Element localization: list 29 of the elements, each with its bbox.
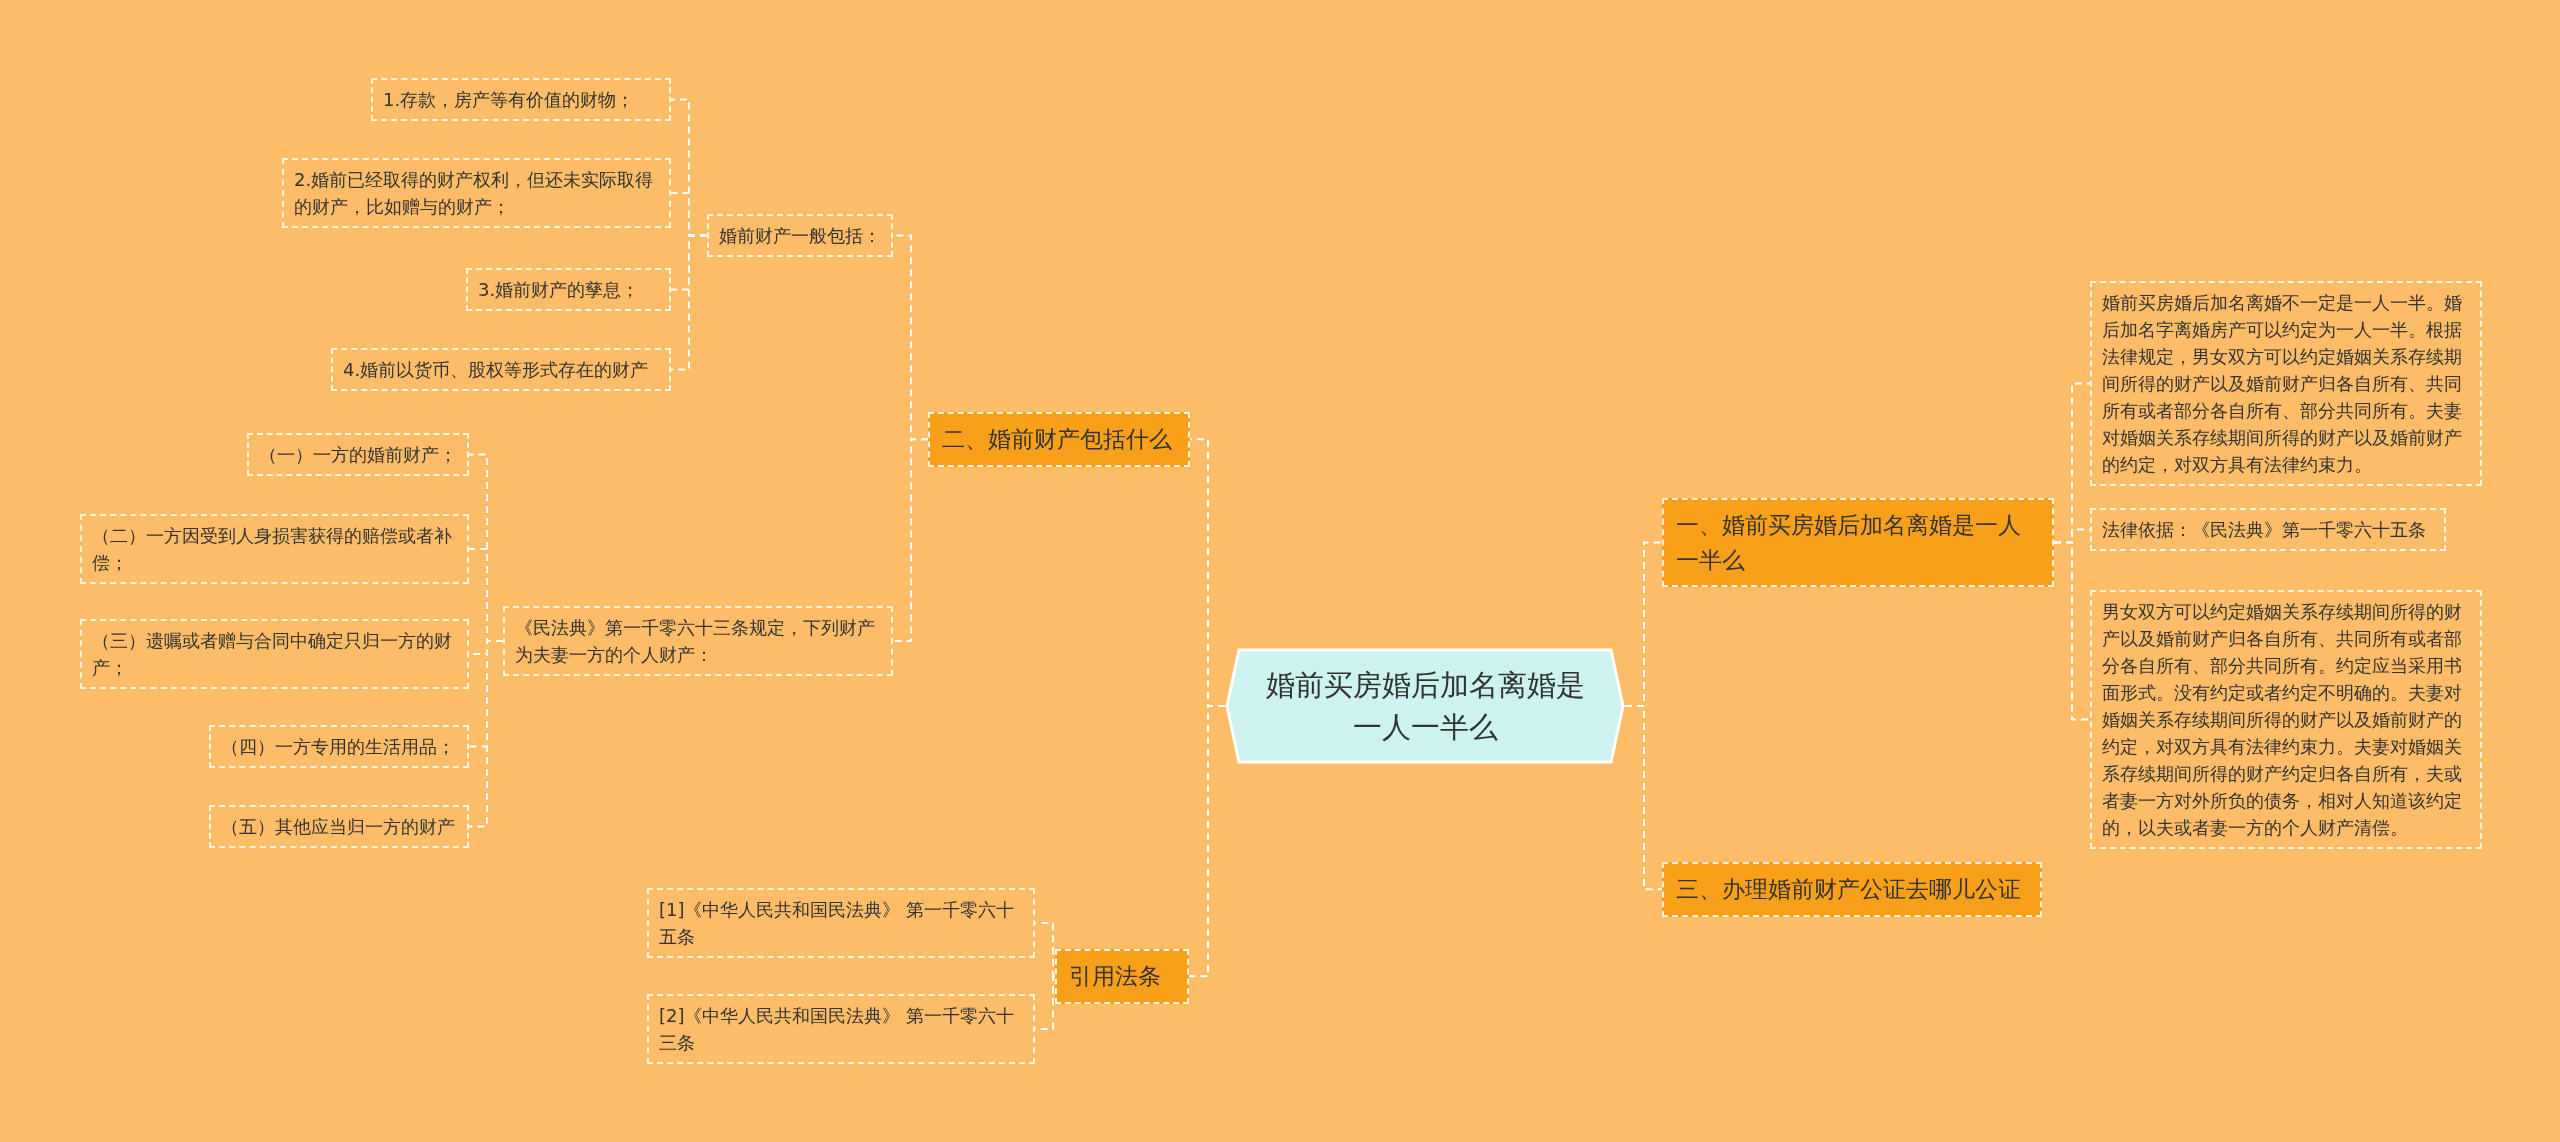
note-box: 法律依据：《民法典》第一千零六十五条 [2090,508,2446,551]
note-box: 《民法典》第一千零六十三条规定，下列财产为夫妻一方的个人财产： [503,606,893,676]
connector-line [2053,541,2091,721]
connector-line [468,640,504,828]
topic-box: 引用法条 [1055,949,1189,1004]
note-box: 3.婚前财产的孳息； [466,268,671,311]
topic-box: 三、办理婚前财产公证去哪儿公证 [1662,862,2042,917]
note-box: [1]《中华人民共和国民法典》 第一千零六十五条 [647,888,1035,958]
note-box: （二）一方因受到人身损害获得的赔偿或者补偿； [80,514,469,584]
central-topic: 婚前买房婚后加名离婚是一人一半么 [1225,648,1625,764]
connector-line [1624,705,1663,891]
note-box: 婚前买房婚后加名离婚不一定是一人一半。婚后加名字离婚房产可以约定为一人一半。根据法律规定，男女双方可以约定婚姻关系存续期间所得的财产以及婚前财产归各自所有、共同所有或者部分各自所有、部分共同所有。夫妻对婚姻关系存续期间所得的财产以及婚前财产的约定，对双方具有法律约束力。 [2090,281,2482,486]
note-box: 4.婚前以货币、股权等形式存在的财产 [331,348,671,391]
note-box: 男女双方可以约定婚姻关系存续期间所得的财产以及婚前财产归各自所有、共同所有或者部分各自所有、部分共同所有。约定应当采用书面形式。没有约定或者约定不明确的。夫妻对婚姻关系存续期间所得的财产以及婚前财产的约定，对双方具有法律约束力。夫妻对婚姻关系存续期间所得的财产约定归各自所有，夫或者妻一方对外所负的债务，相对人知道该约定的，以夫或者妻一方的个人财产清偿。 [2090,590,2482,849]
note-box: 婚前财产一般包括： [707,214,893,257]
note-box: 1.存款，房产等有价值的财物； [371,78,671,121]
note-box: （一）一方的婚前财产； [247,433,469,476]
topic-box: 二、婚前财产包括什么 [928,412,1190,467]
note-box: （五）其他应当归一方的财产 [209,805,469,848]
connector-line [670,234,708,371]
topic-box: 一、婚前买房婚后加名离婚是一人一半么 [1662,498,2054,587]
connector-line [892,438,929,642]
note-box: （三）遗嘱或者赠与合同中确定只归一方的财产； [80,619,469,689]
connector-line [1188,705,1226,978]
note-box: 2.婚前已经取得的财产权利，但还未实际取得的财产，比如赠与的财产； [282,158,671,228]
note-box: （四）一方专用的生活用品； [209,725,469,768]
note-box: [2]《中华人民共和国民法典》 第一千零六十三条 [647,994,1035,1064]
connector-line [1034,922,1056,978]
connector-line [1034,975,1056,1030]
